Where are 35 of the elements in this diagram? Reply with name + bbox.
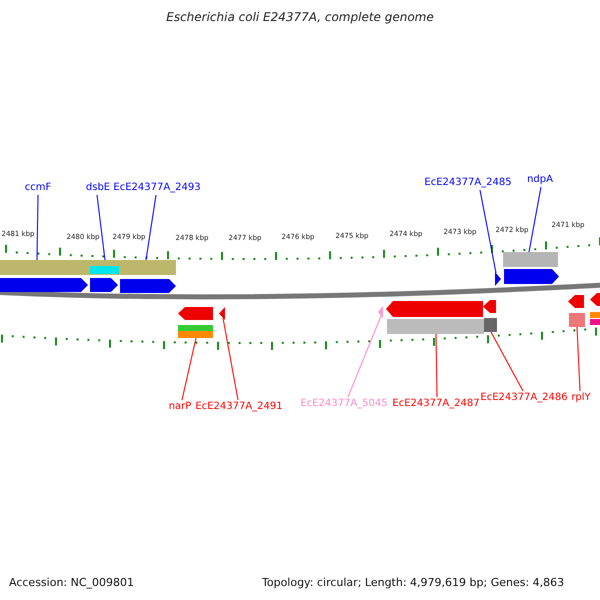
leader-line [36, 194, 38, 260]
gene-triangle [378, 306, 383, 318]
leader-line [436, 334, 438, 398]
gene-label: EcE24377A_2486 [480, 392, 568, 404]
gene-bar [503, 252, 558, 267]
leader-line [146, 194, 156, 260]
gene-triangle [219, 307, 225, 320]
leader-line [490, 332, 524, 392]
gene-bar [387, 319, 484, 334]
gene-label: EcE24377A_2491 [195, 401, 283, 413]
footer-text: Accession: NC_009801 [9, 576, 134, 589]
leader-line [348, 316, 382, 398]
gene-label: EcE24377A_2487 [392, 398, 480, 410]
gene-bar [178, 331, 213, 338]
gene-label: rplY [571, 392, 591, 404]
gene-label: narP [168, 401, 192, 413]
gene-label: EcE24377A_5045 [300, 398, 388, 410]
gene-bar [88, 260, 119, 275]
leader-line [576, 326, 580, 392]
leader-line [222, 318, 238, 400]
title: Escherichia coli E24377A, complete genome [165, 10, 435, 24]
footer-text: Topology: circular; Length: 4,979,619 bp; Genes: 4,863 [262, 576, 564, 589]
gene-bar [0, 260, 88, 275]
gene-label: ndpA [527, 174, 553, 186]
gene-bar [484, 318, 497, 332]
leader-line [480, 190, 496, 274]
leader-line [528, 186, 542, 252]
gene-label: dsbE [86, 182, 110, 194]
gene-bar [569, 313, 585, 327]
gene-label: ccmF [24, 182, 52, 194]
gene-bar [119, 260, 176, 275]
gene-label: EcE24377A_2493 [113, 182, 201, 194]
gene-triangle [495, 272, 501, 286]
leader-line [96, 194, 106, 260]
gene-label: EcE24377A_2485 [424, 177, 512, 189]
